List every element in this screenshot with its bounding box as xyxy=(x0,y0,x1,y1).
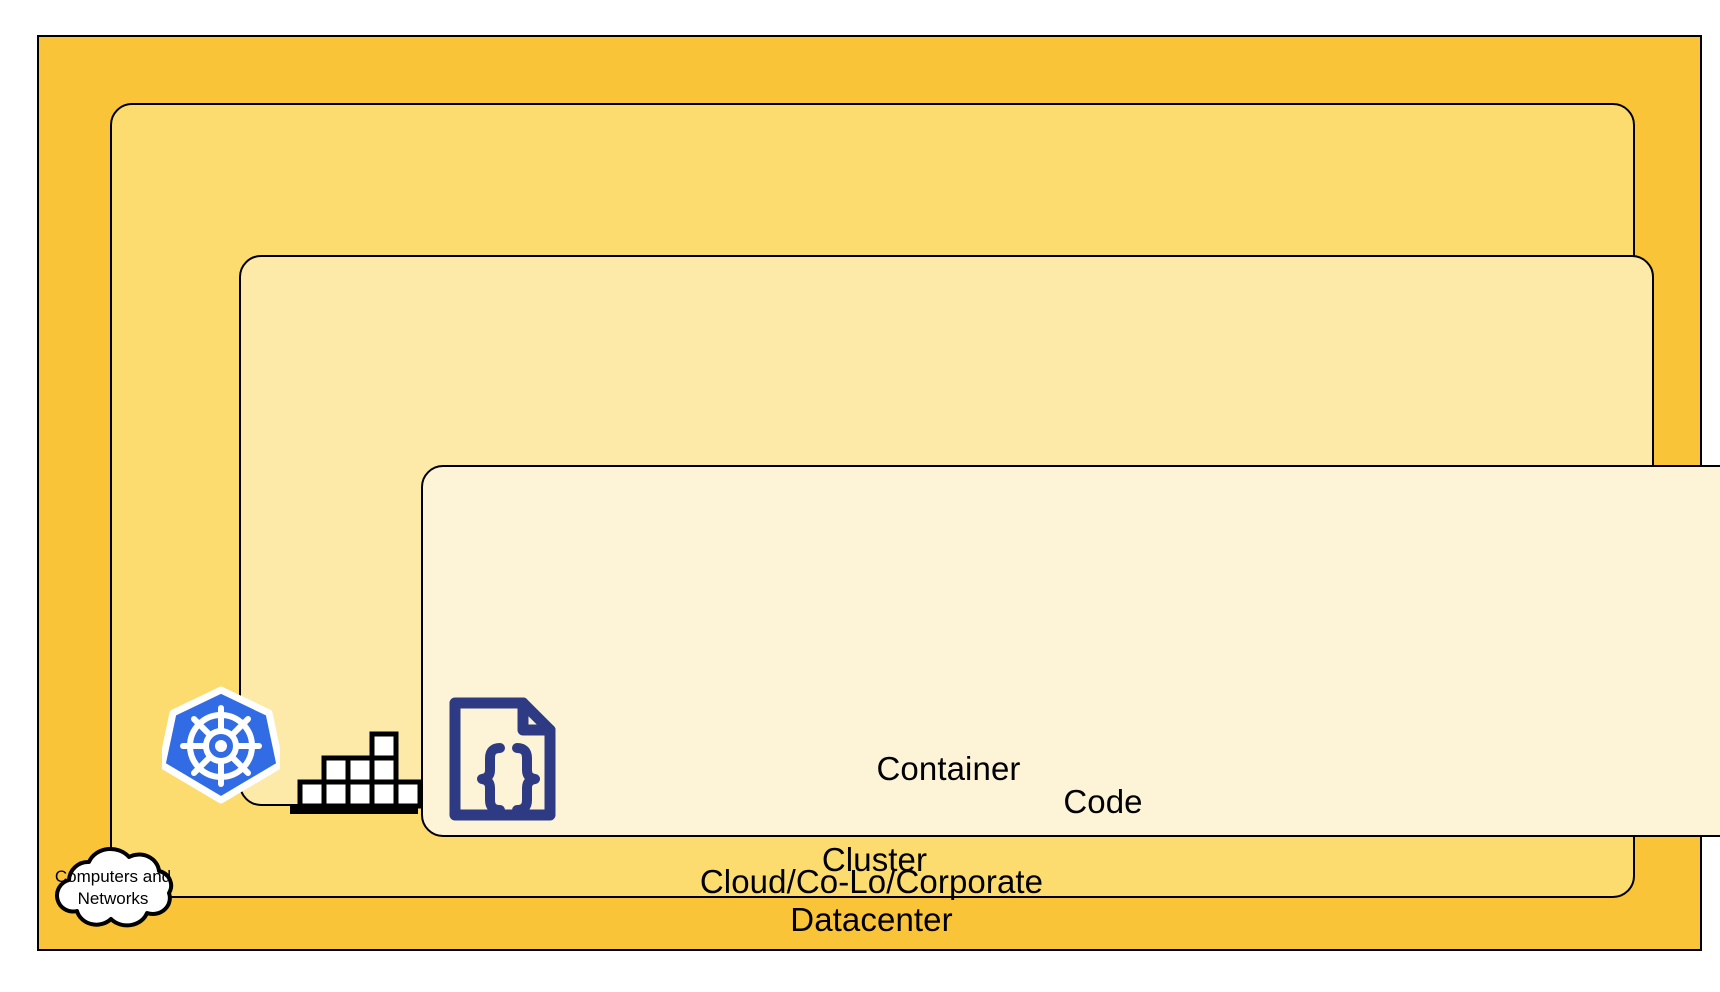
layer-container-label: Container xyxy=(876,750,1021,787)
cloud-callout-label: Computers and Networks xyxy=(54,867,172,908)
container-blocks-icon xyxy=(286,720,423,814)
code-document-icon xyxy=(445,693,560,825)
computers-and-networks-cloud[interactable]: Computers and Networks xyxy=(33,840,193,940)
layer-cluster[interactable]: Code xyxy=(110,103,1720,898)
layer-code[interactable]: Code xyxy=(421,465,1720,837)
layer-code-label: Code xyxy=(1063,783,1143,820)
layer-container[interactable]: Code xyxy=(239,255,1720,837)
kubernetes-logo-icon xyxy=(158,686,284,804)
layer-datacenter-label: Cloud/Co-Lo/Corporate Datacenter xyxy=(699,863,1044,938)
layer-cluster-label: Cluster xyxy=(821,841,928,878)
layer-datacenter[interactable]: Code xyxy=(37,35,1720,951)
